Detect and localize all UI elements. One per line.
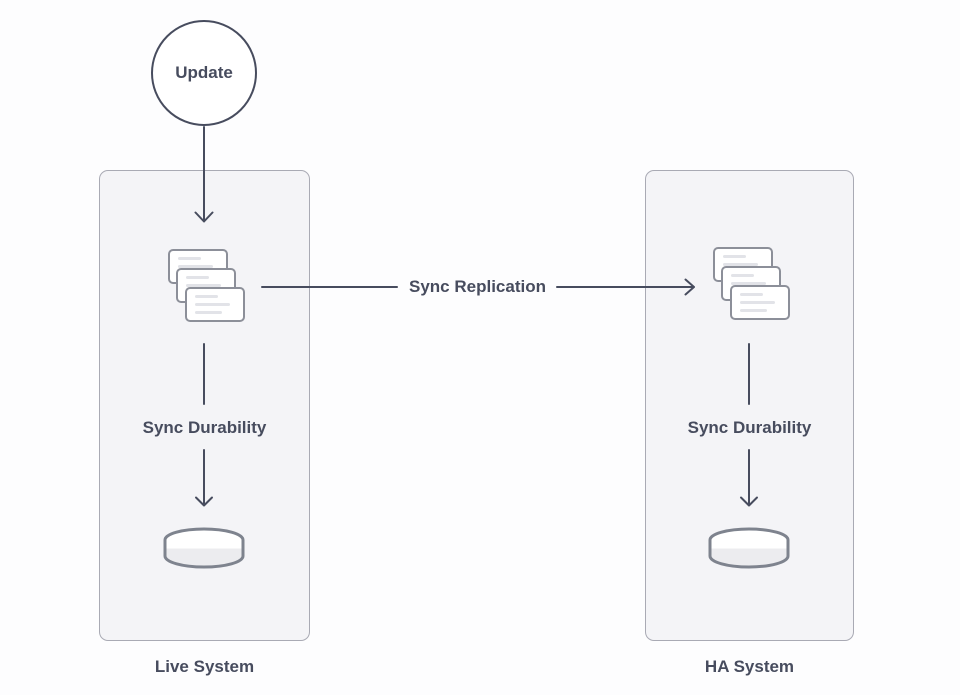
update-node: Update	[151, 20, 257, 126]
document-text-line	[178, 257, 201, 260]
live-system-caption: Live System	[154, 657, 255, 676]
sync-durability-label: Sync Durability	[142, 418, 267, 437]
document-text-line	[740, 309, 767, 312]
sync-durability-label: Sync Durability	[687, 418, 812, 437]
document-text-line	[731, 282, 766, 285]
sync-replication-label: Sync Replication	[409, 277, 546, 296]
database-icon	[708, 527, 790, 569]
document-text-line	[740, 301, 775, 304]
document-stack-icon	[168, 249, 245, 322]
ha-system-caption: HA System	[704, 657, 795, 676]
update-node-label: Update	[175, 63, 233, 82]
document-text-line	[195, 303, 230, 306]
document-text-line	[723, 255, 746, 258]
document-text-line	[195, 295, 218, 298]
document-card	[185, 287, 245, 322]
document-text-line	[178, 265, 213, 268]
document-text-line	[740, 293, 763, 296]
document-stack-icon	[713, 247, 790, 320]
document-card	[730, 285, 790, 320]
document-text-line	[731, 274, 754, 277]
document-text-line	[723, 263, 758, 266]
database-icon	[163, 527, 245, 569]
document-text-line	[186, 284, 221, 287]
document-text-line	[195, 311, 222, 314]
document-text-line	[186, 276, 209, 279]
